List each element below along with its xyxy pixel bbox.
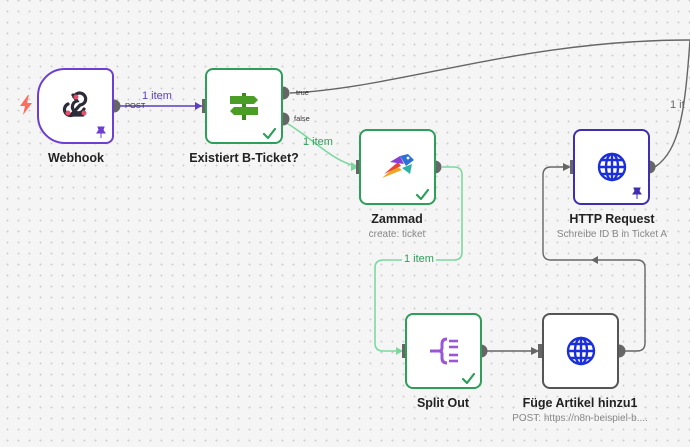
globe-icon (597, 152, 626, 182)
node-label-webhook: Webhook (47, 151, 105, 165)
globe-icon (566, 336, 595, 366)
node-label-zammad: Zammad (371, 212, 423, 226)
node-label-http: HTTP Request (569, 212, 655, 226)
signpost-icon (230, 93, 258, 120)
output-label-true: true (296, 88, 309, 97)
lightning-bolt-icon (20, 95, 32, 115)
webhook-icon (62, 91, 87, 118)
arrowhead-icon (195, 102, 202, 110)
node-subtitle-fuege: POST: https://n8n-beispiel-b.... (512, 413, 648, 424)
node-subtitle-http: Schreibe ID B in Ticket A (556, 229, 668, 240)
output-label-false: false (294, 114, 310, 123)
fuege-artikel-node[interactable] (542, 313, 619, 389)
pin-icon[interactable] (96, 126, 106, 138)
node-label-if: Existiert B-Ticket? (189, 151, 299, 165)
http-request-node[interactable] (573, 129, 650, 205)
edge-label-http-out: 1 it (670, 99, 685, 111)
node-subtitle-zammad: create: ticket (368, 229, 426, 240)
node-label-fuege: Füge Artikel hinzu1 (522, 396, 638, 410)
edge-label-zammad-split: 1 item (402, 253, 436, 265)
arrowhead-icon (591, 256, 598, 264)
output-label-post: POST (125, 101, 146, 110)
connection-http-out[interactable] (654, 39, 690, 168)
arrowhead-icon (351, 162, 359, 171)
zammad-node[interactable] (359, 129, 436, 205)
split-out-icon (429, 337, 458, 365)
check-icon (416, 189, 429, 200)
webhook-node[interactable] (37, 68, 114, 144)
arrowhead-icon (531, 347, 539, 355)
zammad-bird-icon (381, 154, 414, 178)
split-out-node[interactable] (405, 313, 482, 389)
pin-icon[interactable] (632, 187, 642, 199)
check-icon (462, 373, 475, 384)
node-label-split-out: Split Out (416, 396, 470, 410)
arrowhead-icon (563, 163, 571, 171)
connection-if-false-zammad[interactable] (284, 121, 359, 168)
input-port[interactable] (538, 344, 544, 358)
arrowhead-icon (396, 347, 403, 355)
if-node[interactable] (205, 68, 283, 144)
connection-if-true[interactable] (289, 39, 690, 94)
edge-label-webhook-if: 1 item (142, 90, 172, 102)
edge-label-if-zammad: 1 item (303, 136, 333, 148)
check-icon (263, 128, 276, 139)
